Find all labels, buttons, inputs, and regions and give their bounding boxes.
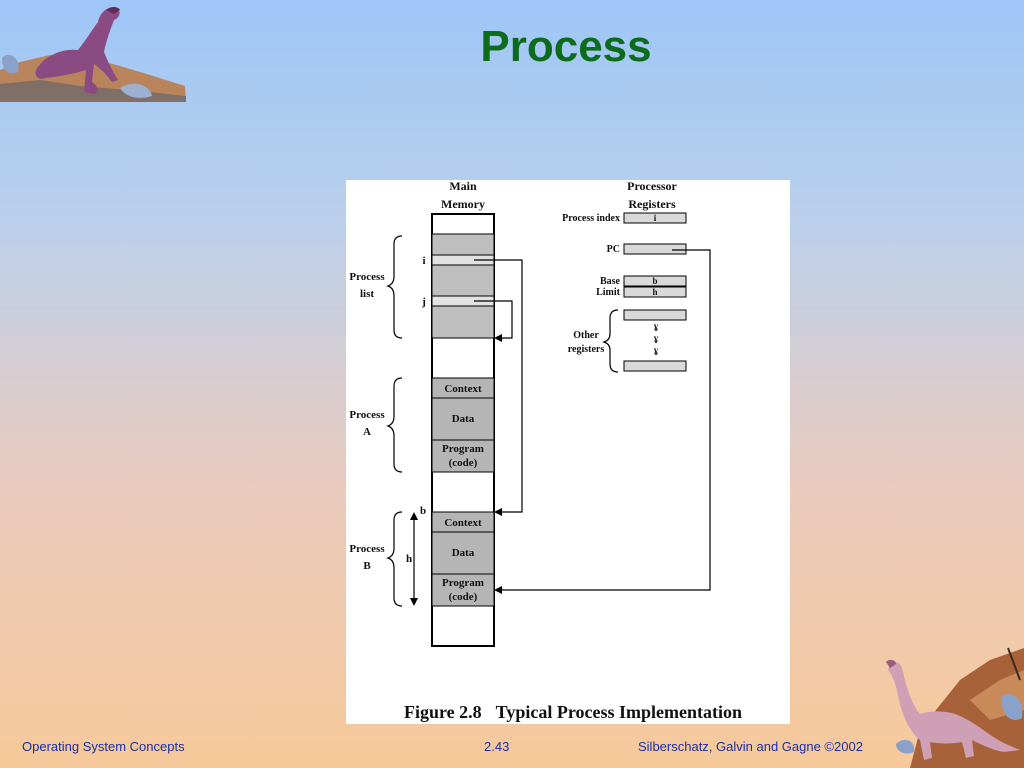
- other-registers-label-line1: Other: [573, 330, 599, 341]
- pointer-i-label: i: [422, 255, 425, 267]
- footer-course-name: Operating System Concepts: [22, 739, 185, 754]
- pointer-j-label: j: [421, 296, 426, 308]
- process-a-data-label: Data: [452, 413, 475, 425]
- memory-header-line2: Memory: [441, 197, 485, 211]
- process-index-value: i: [654, 213, 657, 223]
- pc-pointer-arrowhead: [494, 586, 502, 594]
- process-index-label: Process index: [562, 213, 620, 224]
- process-b-program-label-line1: Program: [442, 577, 484, 589]
- process-b-label-line2: B: [363, 560, 371, 572]
- pointer-i-arrowhead: [494, 508, 502, 516]
- pointer-h-label: h: [406, 553, 412, 565]
- process-a-label-line1: Process: [349, 409, 385, 421]
- pc-label: PC: [607, 244, 620, 255]
- limit-value: h: [652, 287, 657, 297]
- process-list-brace: [386, 235, 403, 339]
- pointer-j-line: [474, 300, 513, 339]
- process-b-label-line1: Process: [349, 543, 385, 555]
- base-limit-span-arrow-bottom: [410, 598, 418, 606]
- process-list-label-line1: Process: [349, 271, 385, 283]
- other-register-top: [623, 309, 687, 321]
- process-list-block: [431, 233, 495, 339]
- pointer-j-arrowhead: [494, 334, 502, 342]
- process-a-brace: [386, 377, 403, 473]
- process-implementation-figure: Main Memory Context Data Program (code) …: [346, 180, 790, 724]
- pc-pointer-line: [498, 249, 711, 591]
- process-a-program-label-line2: (code): [449, 457, 478, 469]
- footer-slide-number: 2.43: [484, 739, 510, 754]
- process-b-data-block: [431, 531, 495, 575]
- process-b-context-label: Context: [444, 517, 482, 529]
- other-registers-brace: [602, 309, 619, 373]
- base-value: b: [652, 276, 657, 286]
- base-label: Base: [600, 276, 621, 287]
- limit-register: [623, 286, 687, 298]
- process-a-program-block: [431, 439, 495, 473]
- dinosaur-logo-bottom-right: [886, 647, 1024, 768]
- figure-diagram: Main Memory Context Data Program (code) …: [349, 180, 711, 647]
- process-index-register: [623, 212, 687, 224]
- figure-caption-title: Typical Process Implementation: [495, 702, 742, 722]
- footer-authors: Silberschatz, Galvin and Gagne ©2002: [638, 739, 863, 754]
- limit-label: Limit: [596, 287, 621, 298]
- base-register: [623, 275, 687, 287]
- process-a-context-label: Context: [444, 383, 482, 395]
- pointer-b-label: b: [420, 505, 426, 517]
- other-registers-label-line2: registers: [568, 344, 605, 355]
- register-dot-2: ¥: [654, 335, 659, 345]
- dinosaur-logo-top-left: [0, 7, 186, 102]
- process-b-program-label-line2: (code): [449, 591, 478, 603]
- pc-register: [623, 243, 687, 255]
- figure-caption-number: Figure 2.8: [404, 702, 482, 722]
- slide-title: Process: [480, 22, 652, 71]
- other-register-bottom: [623, 360, 687, 372]
- process-a-label-line2: A: [363, 426, 371, 438]
- process-b-program-block: [431, 573, 495, 607]
- process-a-data-block: [431, 397, 495, 441]
- process-a-program-label-line1: Program: [442, 443, 484, 455]
- registers-header-line2: Registers: [628, 197, 676, 211]
- register-dot-3: ¥: [654, 347, 659, 357]
- memory-header-line1: Main: [449, 180, 477, 193]
- process-b-brace: [386, 511, 403, 607]
- base-limit-span-arrow-top: [410, 512, 418, 520]
- registers-header-line1: Processor: [627, 180, 677, 193]
- register-dot-1: ¥: [654, 323, 659, 333]
- process-b-data-label: Data: [452, 547, 475, 559]
- process-list-label-line2: list: [360, 288, 374, 300]
- pointer-i-line: [474, 259, 523, 513]
- figure-caption: Figure 2.8 Typical Process Implementation: [404, 702, 742, 723]
